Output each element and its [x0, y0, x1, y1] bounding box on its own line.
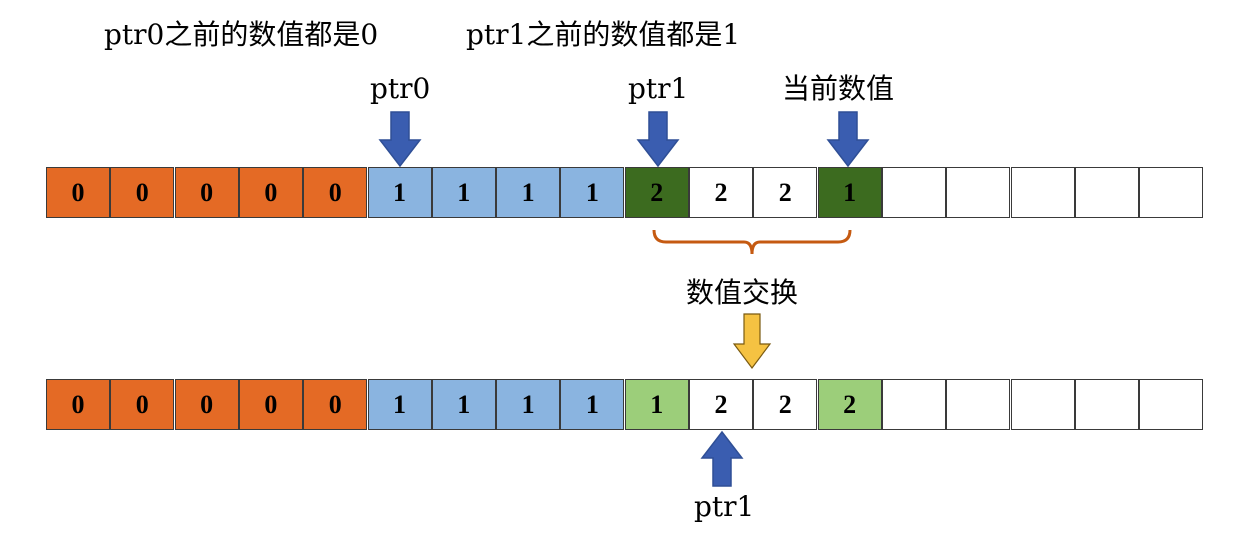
- before-cell: 0: [46, 167, 110, 218]
- after-cell: [946, 379, 1011, 430]
- before-cell: [1139, 167, 1204, 218]
- swap-range-bracket: [652, 229, 852, 255]
- ptr0-note: ptr0之前的数值都是0: [104, 18, 379, 51]
- before-cell: 1: [367, 167, 432, 218]
- after-cell: 2: [689, 379, 753, 430]
- before-cell: 1: [496, 167, 561, 218]
- before-cell: [881, 167, 946, 218]
- before-cell: 2: [624, 167, 689, 218]
- ptr1-top-label: ptr1: [628, 72, 689, 105]
- ptr1-note: ptr1之前的数值都是1: [466, 18, 741, 51]
- ptr0-label: ptr0: [370, 72, 431, 105]
- after-cell: 2: [817, 379, 882, 430]
- before-cell: 1: [431, 167, 496, 218]
- ptr1-down-arrow-icon: [636, 111, 680, 168]
- before-cell: 0: [303, 167, 368, 218]
- after-cell: 0: [174, 379, 239, 430]
- after-cell: 2: [753, 379, 818, 430]
- after-cell: [1139, 379, 1204, 430]
- before-cell: 0: [174, 167, 239, 218]
- before-cell: 0: [238, 167, 303, 218]
- ptr1-bottom-label: ptr1: [694, 490, 755, 523]
- ptr0-down-arrow-icon: [378, 111, 422, 168]
- after-cell: 1: [624, 379, 689, 430]
- after-cell: [1010, 379, 1075, 430]
- after-cell: 0: [110, 379, 175, 430]
- current-value-label: 当前数值: [782, 72, 895, 105]
- after-cell: 0: [46, 379, 110, 430]
- before-cell: 2: [689, 167, 753, 218]
- after-cell: 1: [560, 379, 625, 430]
- swap-down-arrow-icon: [732, 313, 772, 369]
- current-down-arrow-icon: [826, 111, 870, 168]
- before-cell: [946, 167, 1011, 218]
- before-cell: [1074, 167, 1139, 218]
- after-cell: [1074, 379, 1139, 430]
- after-cell: [881, 379, 946, 430]
- after-cell: 0: [238, 379, 303, 430]
- before-cell: 2: [753, 167, 818, 218]
- before-cell: 1: [817, 167, 882, 218]
- before-cell: [1010, 167, 1075, 218]
- ptr1-up-arrow-icon: [700, 430, 744, 487]
- after-cell: 0: [303, 379, 368, 430]
- swap-label: 数值交换: [686, 276, 799, 309]
- before-cell: 0: [110, 167, 175, 218]
- after-cell: 1: [431, 379, 496, 430]
- before-cell: 1: [560, 167, 625, 218]
- after-cell: 1: [367, 379, 432, 430]
- after-cell: 1: [496, 379, 561, 430]
